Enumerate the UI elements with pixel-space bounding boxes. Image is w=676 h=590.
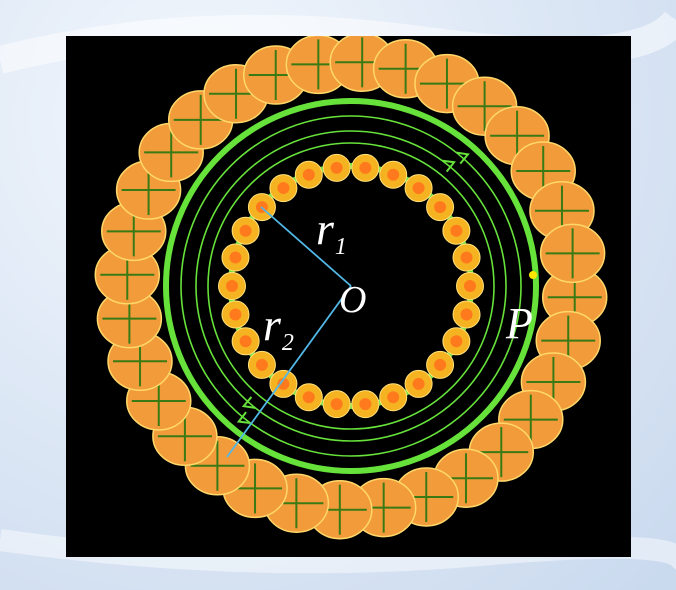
inner-conductor-ring: [218, 153, 484, 419]
current-out-dot-icon: [221, 243, 250, 272]
current-out-dot-icon: [247, 350, 276, 379]
current-out-dot-icon: [452, 300, 481, 329]
coaxial-cable-diagram: [94, 36, 608, 540]
current-out-dot-icon: [379, 160, 408, 189]
current-out-dot-icon: [231, 216, 260, 245]
current-out-dot-icon: [231, 327, 260, 356]
radius-r2-line: [226, 285, 352, 458]
radius-lines: [226, 206, 537, 458]
label-center: O: [339, 279, 367, 321]
current-out-dot-icon: [221, 300, 250, 329]
diagram-panel: r1 r2 O P: [66, 36, 631, 557]
current-out-dot-icon: [456, 272, 484, 300]
current-out-dot-icon: [404, 174, 433, 203]
arrowhead: [236, 411, 251, 425]
current-out-dot-icon: [294, 383, 323, 412]
current-out-dot-icon: [351, 153, 380, 182]
current-out-dot-icon: [442, 327, 471, 356]
arrowhead: [442, 159, 456, 173]
label-point-p: P: [506, 299, 533, 348]
outer-conductor-ring: [94, 36, 608, 540]
current-in-cross-icon: [94, 245, 161, 305]
current-out-dot-icon: [379, 383, 408, 412]
current-out-dot-icon: [322, 153, 351, 182]
current-out-dot-icon: [294, 160, 323, 189]
radius-r1-line: [260, 206, 352, 287]
point-p-marker: [529, 271, 537, 279]
current-out-dot-icon: [322, 390, 351, 419]
field-line-3: [207, 142, 495, 430]
current-out-dot-icon: [404, 369, 433, 398]
current-out-dot-icon: [269, 174, 298, 203]
current-out-dot-icon: [351, 390, 380, 419]
current-out-dot-icon: [442, 216, 471, 245]
current-out-dot-icon: [426, 350, 455, 379]
current-out-dot-icon: [218, 272, 246, 300]
current-out-dot-icon: [269, 369, 298, 398]
label-r2: r2: [263, 299, 294, 356]
current-in-cross-icon: [539, 223, 606, 284]
arrowhead: [241, 396, 256, 409]
field-line-1: [180, 115, 522, 457]
current-out-dot-icon: [452, 243, 481, 272]
outer-boundary-ring: [163, 98, 539, 474]
label-r1: r1: [316, 203, 347, 260]
current-out-dot-icon: [426, 193, 455, 222]
arrowhead: [456, 151, 470, 165]
field-line-2: [195, 130, 507, 442]
